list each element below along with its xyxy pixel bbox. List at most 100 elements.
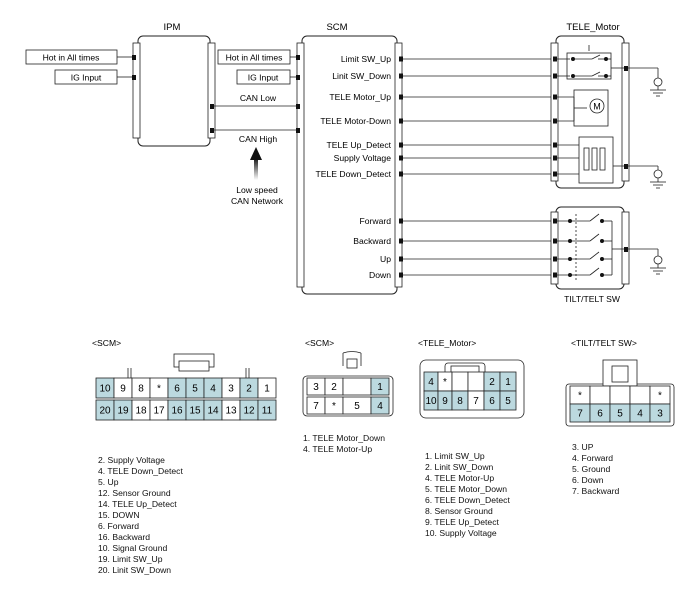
pin-number: 8 (457, 396, 463, 407)
pin-function-item: 8. Sensor Ground (425, 506, 493, 516)
scm-small-pin-grid: 3 2 1 7 * 5 4 (306, 377, 390, 415)
pin-number: 14 (207, 406, 219, 417)
pin-number: 9 (442, 396, 448, 407)
tilt-title: TILT/TELT SW (564, 294, 621, 304)
scm-pin-label: TELE Motor_Up (329, 92, 391, 102)
connector-title: <SCM> (92, 338, 121, 348)
pin-cell (499, 390, 517, 411)
pin-function-item: 1. TELE Motor_Down (303, 433, 385, 443)
pin-number: 5 (354, 401, 360, 412)
pin-number: 10 (425, 396, 437, 407)
pin-number: 6 (597, 409, 603, 420)
pin-number: 1 (264, 384, 270, 395)
pin-number: 10 (99, 384, 111, 395)
scm-pin-label: TELE Motor-Down (320, 116, 391, 126)
pin-cell (609, 385, 631, 405)
scm-wires (403, 58, 551, 276)
pin-number: 8 (138, 384, 144, 395)
pin-number: 7 (313, 401, 319, 412)
scm-pin-label: Limit SW_Up (341, 54, 391, 64)
pin-number: 1 (377, 382, 383, 393)
pin-number: 3 (313, 382, 319, 393)
pin-function-item: 2. Linit SW_Down (425, 462, 494, 472)
motor-icon: M (593, 102, 601, 112)
ground-icon (628, 165, 666, 189)
connector-title: <SCM> (305, 338, 334, 348)
pin-number: 2 (331, 382, 337, 393)
pin-number: 16 (171, 406, 183, 417)
pin-function-item: 2. Supply Voltage (98, 455, 165, 465)
scm-pin-labels: Limit SW_Up Linit SW_Down TELE Motor_Up … (316, 54, 392, 280)
ipm-title: IPM (164, 22, 181, 33)
pin-function-item: 10. Signal Ground (98, 543, 168, 553)
tele-motor-component: TELE_Motor M (550, 22, 630, 189)
scm-pins (399, 56, 403, 278)
pin-cell (649, 403, 671, 423)
pin-number: 11 (262, 406, 273, 417)
pin-function-item: 12. Sensor Ground (98, 488, 171, 498)
up-arrow-icon (254, 158, 258, 180)
can-note-line: CAN Network (231, 196, 284, 206)
scm-pin-label: TELE Up_Detect (327, 140, 392, 150)
pin-number: 6 (174, 384, 180, 395)
scm-pin-label: Supply Voltage (334, 153, 392, 163)
pin-number: 4 (377, 401, 383, 412)
ipm-inputs: Hot in All times IG Input (25, 49, 132, 85)
scm-pin-label: TELE Down_Detect (316, 169, 392, 179)
pin-function-item: 6. Down (572, 475, 604, 485)
pin-number: * (332, 401, 336, 412)
pin-function-item: 4. TELE Motor-Up (425, 473, 495, 483)
pin-number: 7 (473, 396, 479, 407)
tilt-switch-component: TILT/TELT SW (550, 206, 630, 304)
pin-number: 2 (489, 377, 495, 388)
pin-number: * (578, 391, 582, 402)
pin-number: 6 (489, 396, 495, 407)
pin-number: * (658, 391, 662, 402)
pin-cell (257, 377, 277, 399)
pin-function-item: 20. Linit SW_Down (98, 565, 172, 575)
pin-function-item: 10. Supply Voltage (425, 528, 497, 538)
pin-function-item: 4. TELE Motor-Up (303, 444, 373, 454)
ground-icon (628, 67, 666, 97)
pin-cell (589, 385, 611, 405)
scm-input-label: Hot in All times (226, 53, 283, 63)
pin-number: 20 (99, 406, 111, 417)
pin-cell (629, 385, 651, 405)
ipm-input-label: Hot in All times (43, 53, 100, 63)
pin-number: 4 (210, 384, 216, 395)
pin-number: * (443, 377, 447, 388)
pin-function-item: 5. TELE Motor_Down (425, 484, 507, 494)
pin-function-item: 5. Ground (572, 464, 611, 474)
ipm-module: IPM (132, 22, 216, 147)
scm-inputs: Hot in All times IG Input (217, 49, 296, 85)
pin-number: 12 (243, 406, 255, 417)
scm-pin-label: Linit SW_Down (332, 71, 391, 81)
pin-number: 3 (657, 409, 663, 420)
pin-function-item: 9. TELE Up_Detect (425, 517, 499, 527)
pin-number: 4 (637, 409, 643, 420)
scm-input-label: IG Input (248, 73, 279, 83)
can-note-line: Low speed (236, 185, 278, 195)
pin-number: 5 (617, 409, 623, 420)
pin-number: 4 (428, 377, 434, 388)
scm-title: SCM (326, 22, 347, 33)
pin-function-item: 6. TELE Down_Detect (425, 495, 510, 505)
pin-number: 2 (246, 384, 252, 395)
pin-cell (257, 399, 277, 421)
pin-number: 13 (225, 406, 237, 417)
pin-number: 5 (505, 396, 511, 407)
scm-pin-label: Forward (359, 216, 391, 226)
ipm-input-label: IG Input (71, 73, 102, 83)
pin-number: 1 (505, 377, 511, 388)
pin-number: 9 (120, 384, 126, 395)
pin-cell (342, 377, 372, 396)
scm-large-connector (127, 353, 250, 378)
pin-function-item: 5. Up (98, 477, 119, 487)
can-low-label: CAN Low (240, 93, 277, 103)
pin-number: 17 (153, 406, 165, 417)
